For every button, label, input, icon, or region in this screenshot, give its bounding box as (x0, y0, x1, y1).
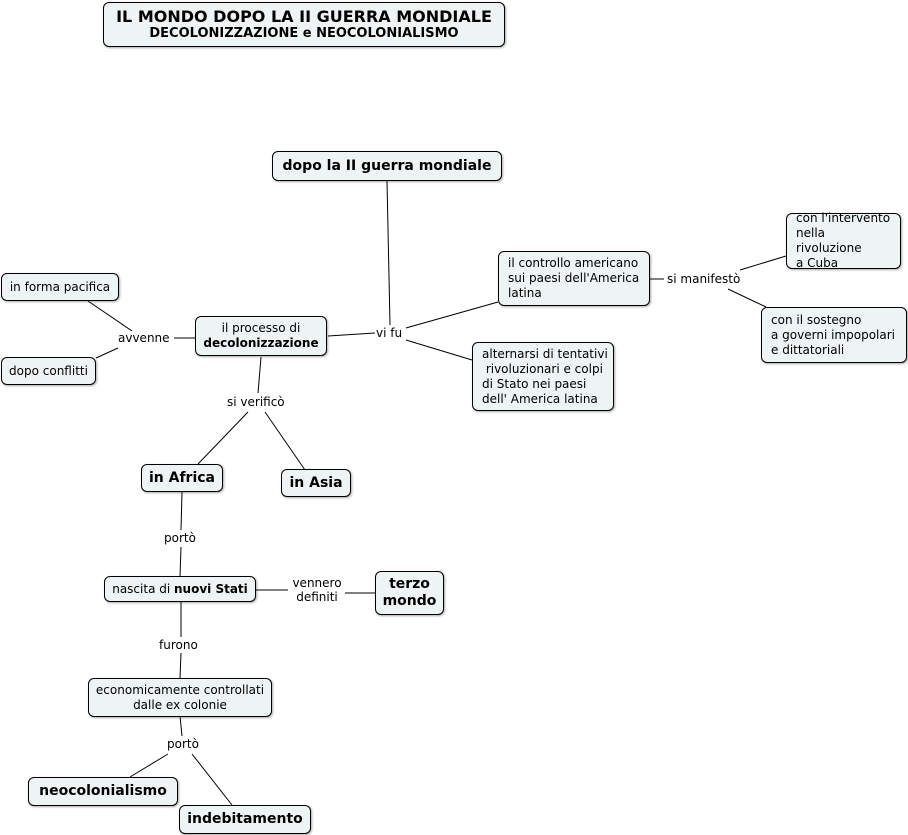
node-processo-decolonizzazione: il processo di decolonizzazione (195, 316, 327, 356)
connector (180, 491, 183, 531)
link-label-line: definiti (296, 590, 338, 604)
node-line: nella rivoluzione (796, 226, 862, 255)
node-dopo-conflitti: dopo conflitti (1, 357, 96, 385)
node-label-bold: nuovi Stati (174, 581, 248, 596)
node-label: indebitamento (187, 811, 303, 827)
connector (129, 753, 169, 778)
node-terzo-mondo: terzo mondo (375, 571, 444, 615)
connector (179, 715, 183, 737)
connector (95, 347, 119, 359)
node-line: a Cuba (796, 256, 839, 270)
node-label: dopo conflitti (9, 363, 88, 378)
connector (727, 288, 767, 308)
connector (179, 546, 182, 578)
node-line: rivoluzionari e colpi (482, 361, 603, 376)
connector (405, 301, 499, 329)
link-label-line: vennero (292, 576, 342, 590)
link-label-si-verifico: si verificò (226, 395, 286, 409)
link-label-avvenne: avvenne (117, 331, 171, 345)
node-africa: in Africa (141, 464, 223, 492)
node-line: sui paesi dell'America (508, 271, 640, 285)
node-line: di Stato nei paesi (482, 376, 587, 391)
node-line: latina (508, 286, 542, 300)
node-label: nascita di (112, 581, 174, 596)
connector (197, 411, 249, 465)
node-sostegno-governi: con il sostegno a governi impopolari e d… (761, 307, 907, 363)
node-line: il controllo americano (508, 256, 639, 270)
node-line: con il sostegno (771, 312, 862, 327)
connector (327, 332, 376, 337)
connector (179, 652, 182, 679)
node-alternarsi: alternarsi di tentativi rivoluzionari e … (472, 342, 614, 411)
connector (191, 753, 233, 806)
node-dopo-guerra: dopo la II guerra mondiale (272, 151, 502, 181)
node-label: in forma pacifica (9, 279, 111, 294)
node-label-bold: decolonizzazione (203, 336, 319, 350)
diagram-title: IL MONDO DOPO LA II GUERRA MONDIALE DECO… (103, 2, 505, 47)
node-label: in Asia (289, 474, 343, 491)
node-line: con l'intervento (796, 211, 891, 225)
link-label-si-manifesto: si manifestò (666, 272, 742, 286)
node-economicamente-controllati: economicamente controllati dalle ex colo… (88, 678, 272, 717)
title-sub: DECOLONIZZAZIONE e NEOCOLONIALISMO (149, 26, 459, 41)
connector (405, 339, 473, 361)
connector (87, 300, 133, 332)
node-line: terzo (389, 576, 430, 592)
node-line: dalle ex colonie (133, 697, 227, 712)
link-label-porto: portò (163, 531, 197, 545)
node-controllo-americano: il controllo americano sui paesi dell'Am… (498, 251, 650, 306)
node-indebitamento: indebitamento (179, 805, 311, 834)
link-label-furono: furono (158, 638, 199, 652)
connector (739, 255, 787, 271)
node-intervento-cuba: con l'intervento nella rivoluzione a Cub… (786, 211, 901, 270)
node-asia: in Asia (281, 469, 351, 497)
connector (264, 411, 306, 471)
node-label: neocolonialismo (39, 783, 167, 799)
node-line: mondo (382, 593, 437, 609)
link-label-vennero-definiti: vennero definiti (289, 576, 345, 604)
connector (386, 180, 391, 326)
node-label: in Africa (148, 469, 215, 486)
node-label: dopo la II guerra mondiale (282, 157, 492, 174)
node-line: dell' America latina (482, 391, 598, 406)
link-label-porto: portò (166, 737, 200, 751)
node-label: il processo di (221, 321, 301, 335)
node-forma-pacifica: in forma pacifica (1, 273, 119, 301)
node-line: economicamente controllati (95, 682, 265, 697)
node-nuovi-stati: nascita di nuovi Stati (104, 576, 256, 602)
connector (257, 356, 262, 394)
node-line: e dittatoriali (771, 342, 845, 357)
node-neocolonialismo: neocolonialismo (28, 777, 178, 806)
title-main: IL MONDO DOPO LA II GUERRA MONDIALE (116, 7, 492, 26)
node-line: alternarsi di tentativi (482, 346, 608, 361)
node-line: a governi impopolari (771, 327, 895, 342)
link-label-vi-fu: vi fu (375, 326, 404, 340)
